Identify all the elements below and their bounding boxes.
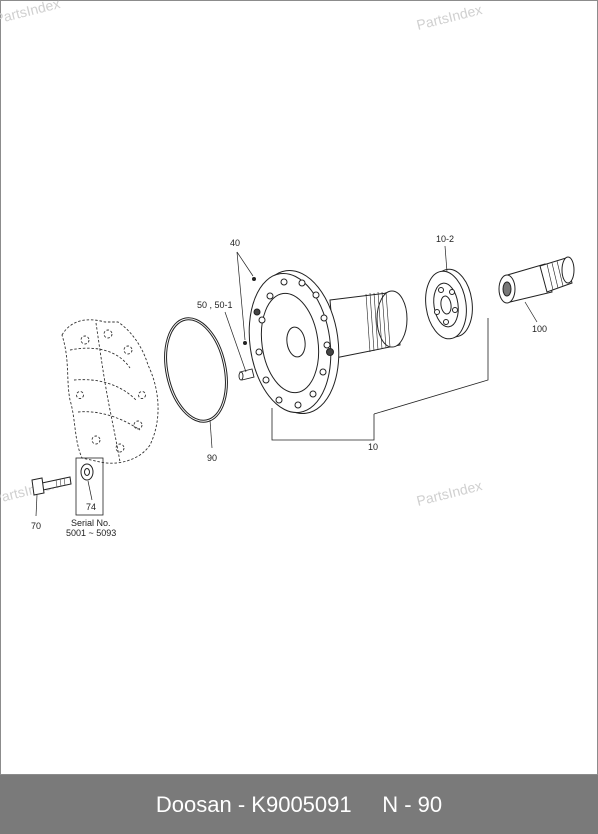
callout-10: 10	[368, 442, 378, 452]
leader-50	[224, 311, 247, 373]
caption-page: N - 90	[382, 791, 443, 817]
callout-40: 40	[230, 238, 240, 248]
bolt-70	[31, 476, 72, 496]
watermark-top-right: PartsIndex	[415, 1, 484, 33]
watermark-top-left: PartsIndex	[0, 0, 62, 27]
leader-100	[524, 301, 538, 323]
watermark-mid-left: PartsIndex	[0, 475, 60, 507]
washer-74-box	[75, 457, 104, 516]
callout-100: 100	[532, 324, 547, 334]
leader-10-2	[444, 245, 448, 273]
o-ring-90	[164, 317, 228, 423]
caption-gap	[352, 792, 383, 818]
caption-bar: Doosan - K9005091 N - 90	[0, 775, 598, 834]
exploded-parts-diagram: PartsIndex PartsIndex PartsIndex PartsIn…	[0, 0, 575, 538]
callout-90: 90	[207, 453, 217, 463]
leader-40a	[236, 251, 254, 277]
housing-outline	[61, 319, 159, 464]
caption-separator: -	[231, 791, 252, 817]
caption-part-number: K9005091	[251, 791, 352, 817]
leader-40b	[236, 251, 246, 341]
callout-70: 70	[31, 521, 41, 531]
hub-flange-10	[248, 269, 408, 415]
splined-shaft-100	[498, 256, 575, 304]
leader-90	[209, 419, 213, 449]
caption-brand: Doosan	[155, 791, 232, 817]
leader-70	[35, 494, 38, 517]
bracket-10	[271, 318, 489, 441]
screws-40	[243, 277, 256, 345]
dowel-pin-50	[238, 368, 255, 381]
callout-10-2: 10-2	[436, 234, 454, 244]
washer-74	[80, 463, 94, 481]
serial-note-line1: Serial No.	[71, 518, 111, 528]
watermark-mid-right: PartsIndex	[415, 477, 484, 509]
callout-74: 74	[86, 502, 96, 512]
leader-74	[87, 480, 93, 501]
bearing-10-2	[425, 268, 473, 340]
serial-note-line2: 5001 ~ 5093	[66, 528, 116, 538]
callout-50: 50 , 50-1	[197, 300, 233, 310]
